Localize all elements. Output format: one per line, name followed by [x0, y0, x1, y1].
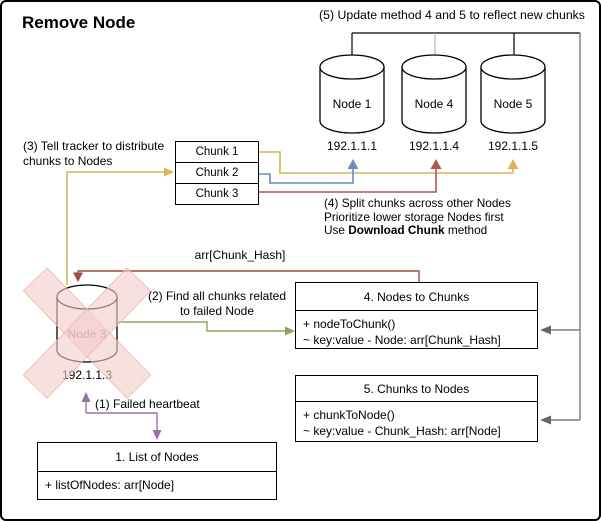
box-chunks-to-nodes: 5. Chunks to Nodes + chunkToNode() ~ key… [295, 375, 538, 442]
connector-chunk1-to-node5 [259, 152, 513, 173]
chunk-item-3: Chunk 3 [195, 188, 239, 200]
annotation-step5: (5) Update method 4 and 5 to reflect new… [319, 8, 585, 22]
connector-chunk3-to-node4 [259, 167, 436, 192]
arrowhead-into-chunkbox [164, 167, 174, 177]
arrowhead-up-node3 [81, 392, 91, 402]
node1-label: Node 1 [332, 97, 372, 111]
connector-heartbeat [86, 400, 157, 433]
arrowhead-into-box4-left [285, 326, 295, 336]
arrowhead-up-node5 [507, 159, 519, 169]
download-chunk-emphasis: Download Chunk [348, 223, 445, 237]
box-list-of-nodes: 1. List of Nodes + listOfNodes: arr[Node… [37, 442, 277, 500]
method-nodeToChunk: + nodeToChunk() [303, 317, 396, 331]
node1-ip: 192.1.1.1 [326, 139, 378, 153]
annotation-step3: (3) Tell tracker to distribute chunks to… [23, 139, 164, 169]
annotation-step2-line2: to failed Node [179, 304, 255, 318]
connector-node3-to-box4 [117, 322, 288, 331]
chunk-stack: Chunk 1 Chunk 2 Chunk 3 [175, 141, 259, 205]
annotation-step4-line2: Prioritize lower storage Nodes first [324, 209, 504, 224]
chunk-item-2: Chunk 2 [176, 163, 258, 184]
bracket-update-methods [352, 33, 580, 56]
arrowhead-up-node4 [430, 159, 442, 169]
box-chunks-to-nodes-title: 5. Chunks to Nodes [296, 376, 537, 402]
node4-label: Node 4 [414, 97, 454, 111]
chunk-item-1: Chunk 1 [176, 142, 258, 163]
box-list-of-nodes-body: + listOfNodes: arr[Node] [38, 472, 276, 493]
annotation-step2-line1: (2) Find all chunks related [147, 289, 287, 303]
edge-label-arr-chunk-hash: arr[Chunk_Hash] [194, 248, 286, 262]
annotation-step4: (4) Split chunks across other Nodes Prio… [324, 196, 511, 238]
connector-node3-to-chunks [67, 172, 168, 285]
annotation-step1: (1) Failed heartbeat [95, 397, 200, 411]
arrowhead-down-box1 [152, 430, 162, 440]
node5-ip: 192.1.1.5 [487, 139, 539, 153]
node4-cylinder [402, 55, 466, 133]
arrowhead-into-box5-right [540, 415, 551, 425]
annotation-step3-line1: (3) Tell tracker to distribute [23, 139, 165, 153]
page-title: Remove Node [22, 13, 136, 32]
annotation-step3-line2: chunks to Nodes [23, 154, 113, 168]
annotation-step2: (2) Find all chunks related to failed No… [141, 289, 293, 319]
node1-cylinder [320, 55, 384, 133]
node5-cylinder [481, 55, 545, 133]
box-chunks-to-nodes-body: + chunkToNode() ~ key:value - Chunk_Hash… [296, 402, 537, 439]
method-chunkToNode: + chunkToNode() [303, 408, 395, 422]
box-nodes-to-chunks: 4. Nodes to Chunks + nodeToChunk() ~ key… [295, 282, 538, 349]
node5-label: Node 5 [493, 97, 533, 111]
arrowhead-down-node3 [73, 272, 83, 282]
annotation-step4-line1: (4) Split chunks across other Nodes [324, 196, 511, 210]
field-listOfNodes: + listOfNodes: arr[Node] [45, 478, 175, 492]
mapping-node-to-chunkhash: ~ key:value - Node: arr[Chunk_Hash] [303, 333, 501, 347]
arrowhead-into-box4-right [540, 325, 551, 335]
box-nodes-to-chunks-body: + nodeToChunk() ~ key:value - Node: arr[… [296, 311, 537, 348]
node4-ip: 192.1.1.4 [408, 139, 460, 153]
arrowhead-up-node1 [347, 159, 359, 169]
connector-update-to-method-boxes [543, 33, 580, 420]
mapping-chunkhash-to-node: ~ key:value - Chunk_Hash: arr[Node] [303, 424, 501, 438]
connector-chunk2-to-node1 [259, 167, 353, 183]
node3-ip: 192.1.1.3 [61, 368, 113, 382]
box-nodes-to-chunks-title: 4. Nodes to Chunks [296, 283, 537, 311]
box-list-of-nodes-title: 1. List of Nodes [38, 443, 276, 472]
annotation-step4-line3: Use Download Chunk method [324, 223, 488, 237]
